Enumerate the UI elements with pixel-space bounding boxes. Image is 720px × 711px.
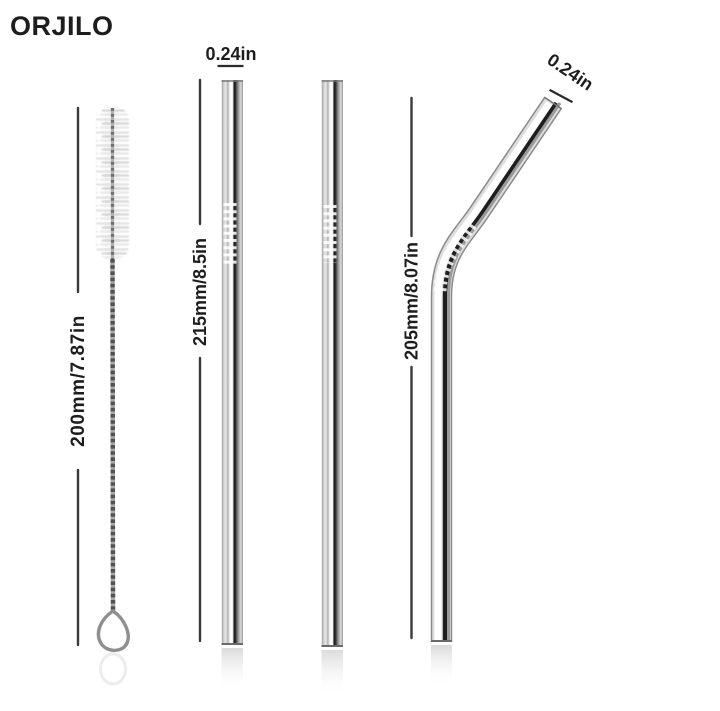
straw1-length-label: 215mm/8.5in	[190, 238, 210, 346]
bent-straw-tip-rim	[543, 96, 563, 110]
straw-body	[221, 80, 243, 645]
bent-straw-ridge-reflection	[433, 220, 477, 293]
brush-loop-reflection	[99, 652, 127, 686]
straw-reflection	[221, 648, 243, 692]
straw1-diameter-label: 0.24in	[205, 44, 256, 64]
straw-body	[321, 80, 343, 647]
brand-logo: ORJILO	[10, 11, 114, 41]
bent-straw-highlight	[434, 101, 553, 642]
straight-straw-2	[321, 80, 343, 647]
straw-reflection	[321, 650, 343, 696]
straight-straw-1: 0.24in 215mm/8.5in	[190, 44, 257, 645]
bent-straw-shade	[447, 102, 562, 642]
bent-straw-length-label: 205mm/8.07in	[402, 242, 422, 360]
straw-reflection	[431, 645, 452, 687]
brush-length-label: 200mm/7.87in	[68, 315, 89, 447]
bent-straw-dark-stripe	[442, 101, 559, 642]
bent-straw: 0.24in 205mm/8.07in	[402, 49, 597, 642]
brush-handle-twist	[110, 258, 116, 612]
bent-straw-diameter-label: 0.24in	[544, 49, 597, 94]
brush-length-dimension: 200mm/7.87in	[68, 106, 89, 647]
cleaning-brush	[96, 107, 130, 686]
brush-hanging-loop	[96, 608, 130, 653]
floor-reflections	[221, 645, 452, 696]
diameter-line	[549, 88, 573, 104]
